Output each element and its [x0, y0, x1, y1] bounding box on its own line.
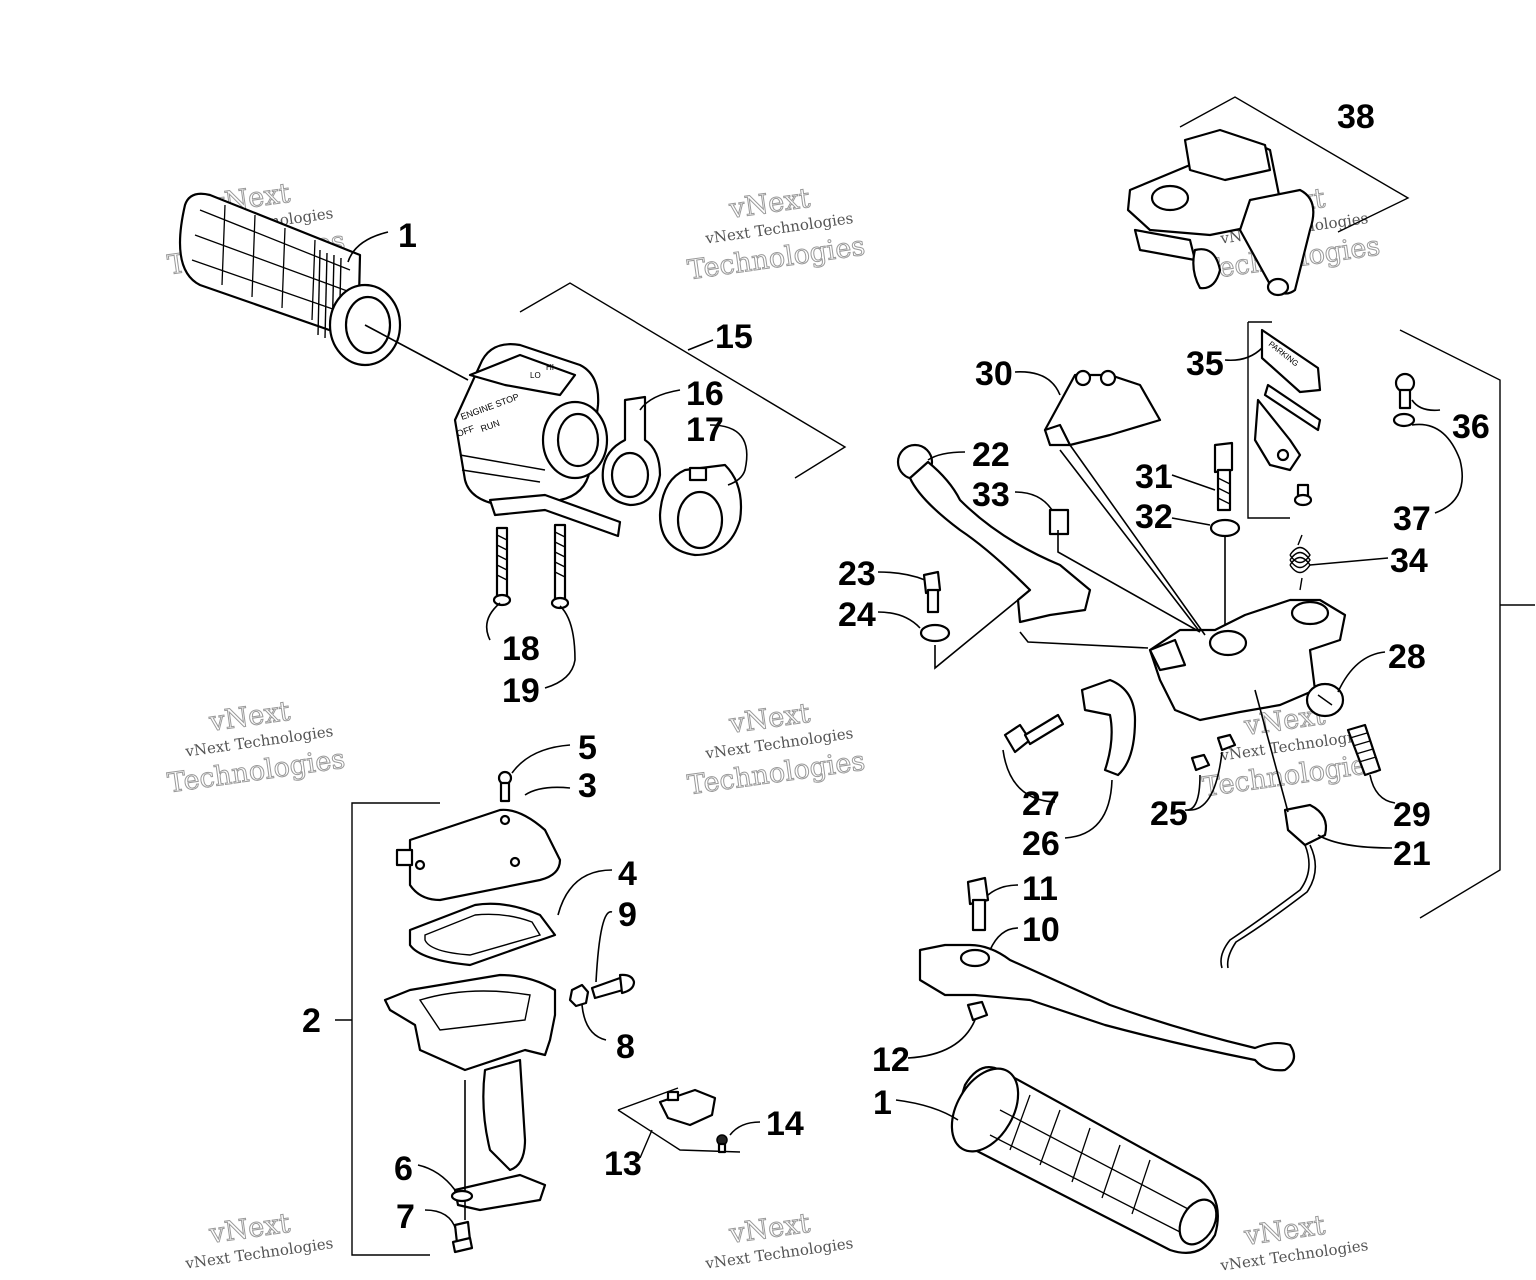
callout-14: 14: [766, 1105, 804, 1143]
spacer-33: [1048, 508, 1070, 536]
callout-1-top: 1: [398, 217, 417, 255]
screw-14: [716, 1134, 728, 1154]
switch-cover: [395, 808, 562, 902]
callout-31: 31: [1135, 458, 1173, 496]
callout-29: 29: [1393, 796, 1431, 834]
callout-12: 12: [872, 1041, 910, 1079]
callout-10: 10: [1022, 911, 1060, 949]
washer-24: [919, 623, 951, 643]
callout-19: 19: [502, 672, 540, 710]
callout-1-bottom: 1: [873, 1084, 892, 1122]
pin-23: [922, 570, 942, 614]
bolt-31: [1213, 441, 1234, 512]
callout-4: 4: [618, 855, 637, 893]
callout-3: 3: [578, 767, 597, 805]
bolt-27: [1003, 713, 1065, 754]
callout-36: 36: [1452, 408, 1490, 446]
callout-25: 25: [1150, 795, 1188, 833]
callout-34: 34: [1390, 542, 1428, 580]
callout-18: 18: [502, 630, 540, 668]
callout-2: 2: [302, 1002, 321, 1040]
screws-18-19: [492, 523, 570, 610]
brake-lever-22: [896, 443, 1092, 624]
callout-9: 9: [618, 896, 637, 934]
callout-15: 15: [715, 318, 753, 356]
callout-32: 32: [1135, 498, 1173, 536]
bracket-2: [335, 802, 440, 1256]
callout-8: 8: [616, 1028, 635, 1066]
lever-housing-left: [383, 973, 557, 1220]
handlebar-grip-right: [950, 1066, 1219, 1254]
callout-7: 7: [396, 1198, 415, 1236]
nuts-25: [1190, 733, 1237, 772]
callout-26: 26: [1022, 825, 1060, 863]
brake-switch: [658, 1088, 717, 1127]
callout-leaders: [347, 231, 1464, 1231]
watermark-bottom-right: vNext vNext Technologies: [1218, 1209, 1369, 1274]
nut-8: [568, 983, 590, 1008]
callout-35: 35: [1186, 345, 1224, 383]
parking-lever-35: PARKING: [1253, 328, 1322, 472]
throttle-lever: [601, 395, 662, 507]
callout-37: 37: [1393, 500, 1431, 538]
leader-assembly-lines: [934, 444, 1206, 670]
master-cylinder-assembly: [1126, 128, 1315, 297]
right-lever-housing: [1148, 598, 1347, 722]
bracket-right-main: [1399, 329, 1535, 919]
cover-gasket: [408, 902, 557, 967]
handlebar-grip-left: [178, 192, 469, 381]
bracket-35: [1247, 321, 1290, 519]
callout-13: 13: [604, 1145, 642, 1183]
bracket-clamp-30: [1043, 369, 1162, 447]
screw-36: [1394, 372, 1416, 410]
washer-37: [1392, 412, 1416, 428]
bolt-7: [451, 1220, 474, 1254]
brake-light-switch-21: [1220, 689, 1328, 969]
watermark-bottom-center: vNext vNext Technologies: [703, 1207, 854, 1272]
spring-34: [1289, 534, 1311, 591]
pin-11: [966, 876, 990, 932]
lo-marking: LO: [530, 371, 541, 380]
callout-17: 17: [686, 411, 724, 449]
callout-21: 21: [1393, 835, 1431, 873]
watermark-mid-left: vNext vNext Technologies Technologies: [165, 695, 347, 799]
washer-6: [450, 1189, 474, 1203]
watermark-bottom-left: vNext vNext Technologies: [183, 1207, 334, 1272]
clamp-26: [1080, 678, 1137, 777]
callout-6: 6: [394, 1150, 413, 1188]
small-screw-5: [497, 770, 513, 803]
callout-22: 22: [972, 436, 1010, 474]
callout-33: 33: [972, 476, 1010, 514]
screw-35-bottom: [1293, 483, 1313, 507]
callout-27: 27: [1022, 785, 1060, 823]
callout-28: 28: [1388, 638, 1426, 676]
callout-labels: 1 15 16 17 18 19 5 3 4 9 2 8 6 7 13 14 3…: [302, 98, 1490, 1236]
callout-11: 11: [1022, 870, 1058, 908]
callout-5: 5: [578, 729, 597, 767]
watermark-mid-center: vNext vNext Technologies Technologies: [685, 697, 867, 801]
bushing-28: [1305, 682, 1345, 718]
callout-23: 23: [838, 555, 876, 593]
brake-lever-10: [918, 943, 1296, 1072]
adjuster-29: [1346, 723, 1382, 777]
screw-9: [590, 973, 636, 1000]
callout-30: 30: [975, 355, 1013, 393]
washer-32: [1209, 518, 1241, 538]
callout-38: 38: [1337, 98, 1375, 136]
hi-marking: HI: [546, 363, 554, 372]
throttle-ring: [658, 463, 743, 557]
callout-16: 16: [686, 375, 724, 413]
watermark-top-center: vNext vNext Technologies Technologies: [685, 182, 867, 286]
callout-24: 24: [838, 596, 876, 634]
bracket-38: [1179, 96, 1410, 233]
nut-12: [966, 1000, 989, 1022]
bracket-15: [519, 282, 847, 479]
switch-housing-assembly: ENGINE STOP OFF RUN LO HI: [453, 343, 622, 538]
